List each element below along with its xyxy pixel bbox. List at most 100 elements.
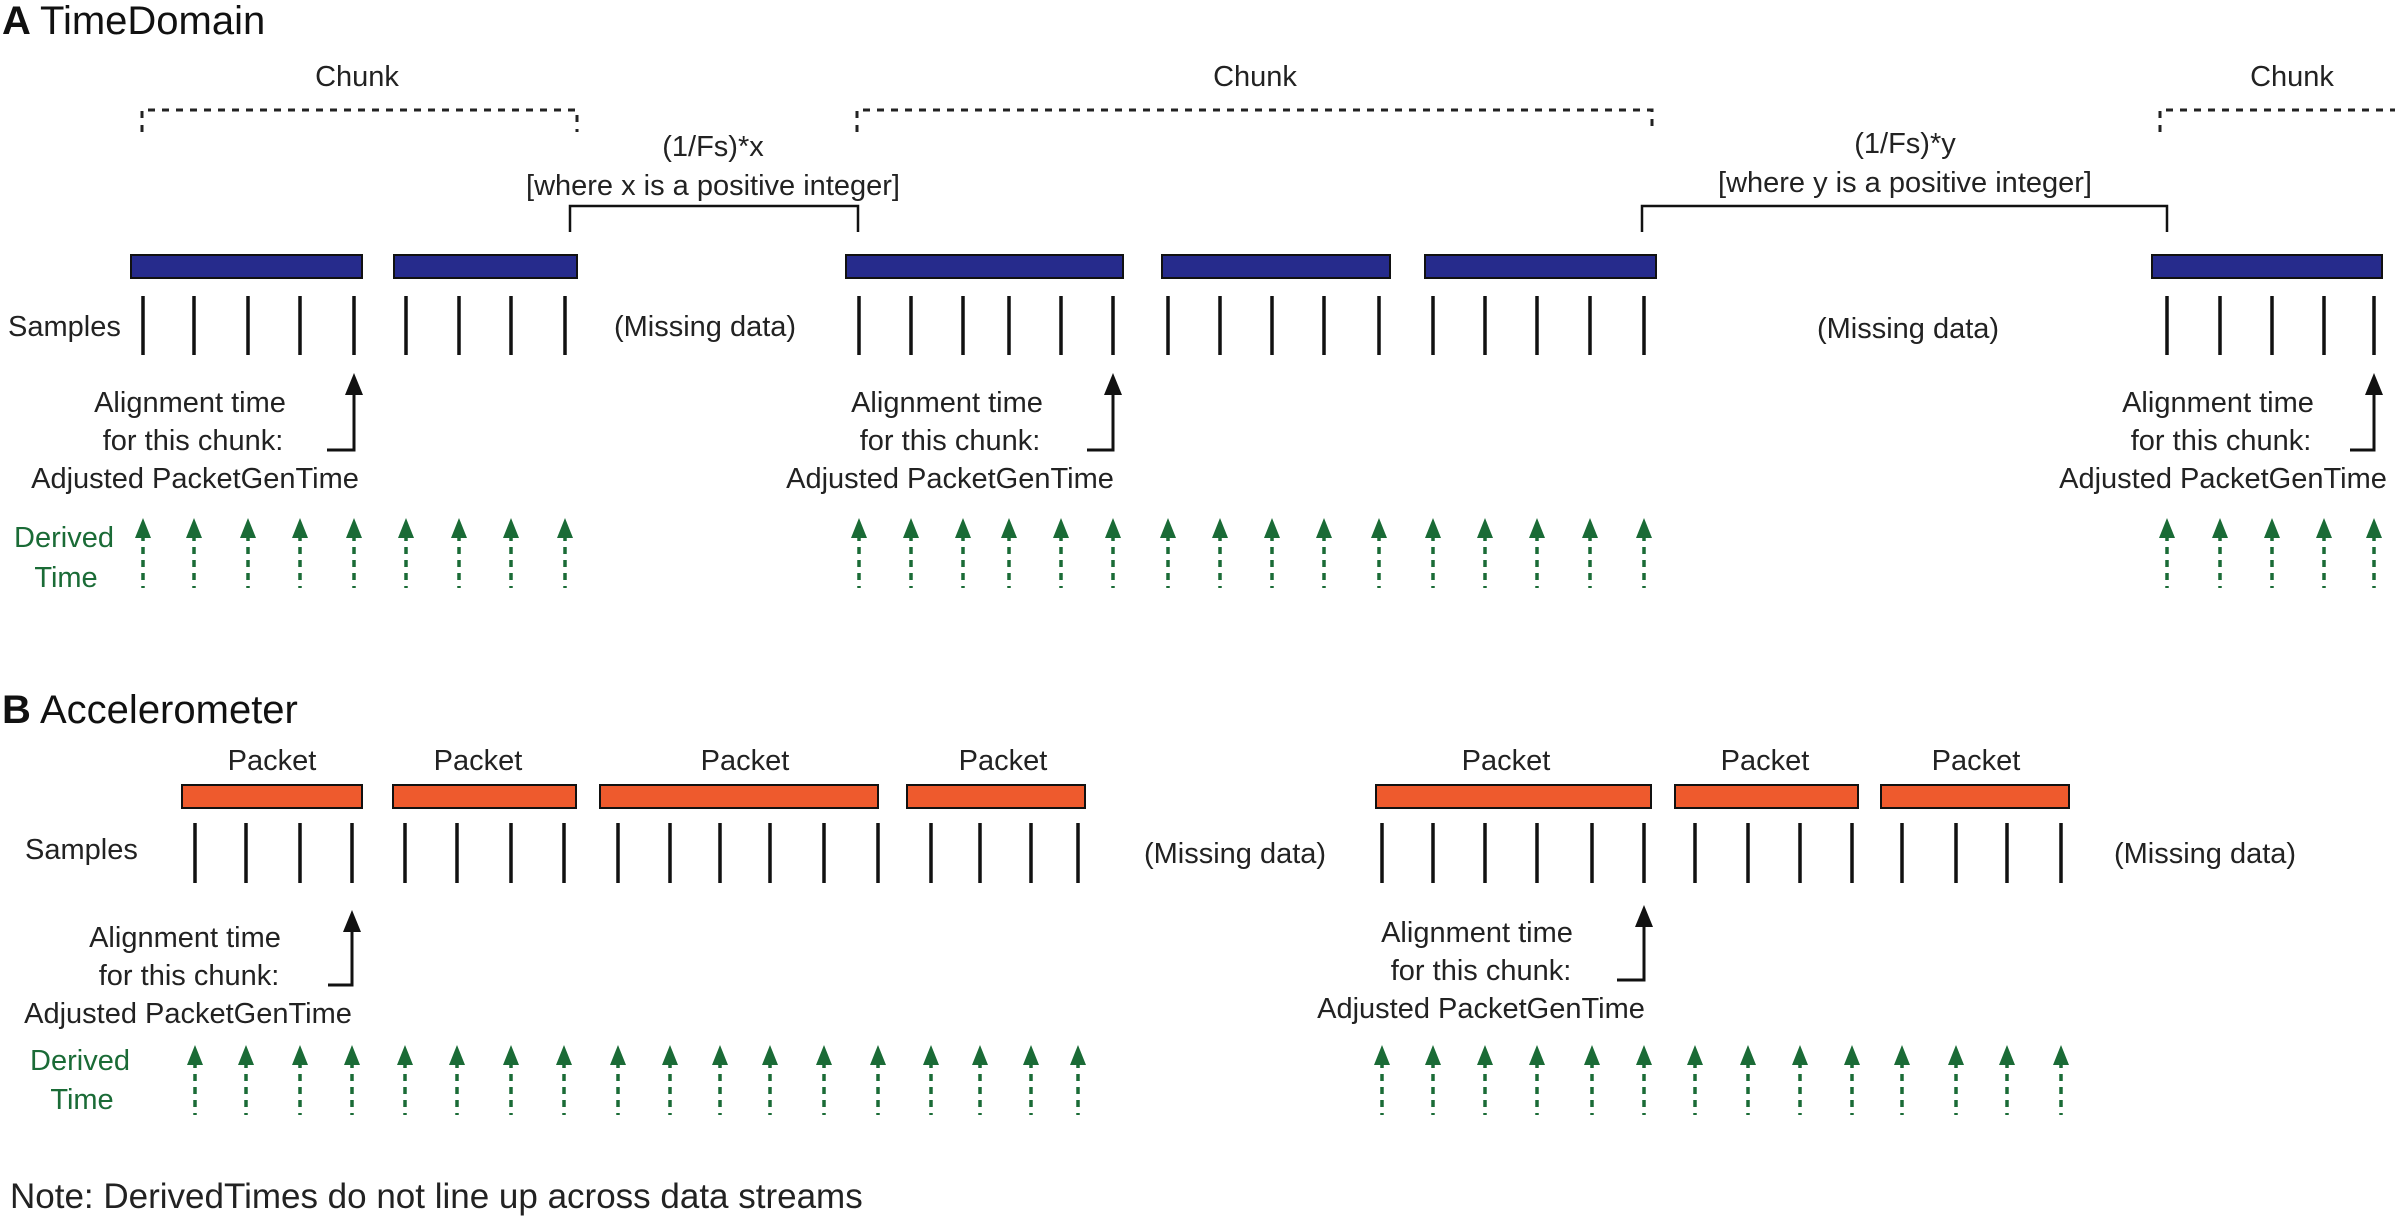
svg-text:Alignment time: Alignment time xyxy=(851,387,1043,419)
gap1-bracket xyxy=(568,204,860,232)
accelerometer-packet xyxy=(1880,784,2070,809)
derived-time-arrow xyxy=(1477,518,1493,588)
derived-time-arrow xyxy=(240,518,256,588)
chunk-label-2: Chunk xyxy=(1213,61,1297,93)
svg-text:Adjusted PacketGenTime: Adjusted PacketGenTime xyxy=(1317,993,1645,1025)
alignment-label: Alignment time for this chunk: Adjusted … xyxy=(786,387,1114,495)
derived-time-arrow xyxy=(503,518,519,588)
svg-text:Adjusted PacketGenTime: Adjusted PacketGenTime xyxy=(24,998,352,1030)
panel-b-letter: B xyxy=(2,688,31,732)
derived-time-arrow xyxy=(292,1045,308,1115)
panel-b-title: Accelerometer xyxy=(40,688,298,732)
chunk-label-1: Chunk xyxy=(315,61,399,93)
panel-a: A TimeDomain Chunk Chunk Chunk (1/Fs)*x … xyxy=(2,0,2395,594)
derived-time-label-b1: Derived xyxy=(30,1045,130,1077)
derived-time-arrow xyxy=(610,1045,626,1115)
derived-time-arrow xyxy=(449,1045,465,1115)
packet-label: Packet xyxy=(1462,745,1551,777)
derived-time-arrow xyxy=(1687,1045,1703,1115)
derived-time-arrow xyxy=(1105,518,1121,588)
alignment-label: Alignment time for this chunk: Adjusted … xyxy=(31,387,359,495)
derived-time-arrow xyxy=(1582,518,1598,588)
derived-time-arrow xyxy=(955,518,971,588)
alignment-arrow xyxy=(328,910,361,987)
gap2-note: [where y is a positive integer] xyxy=(1718,167,2092,199)
accelerometer-packet xyxy=(1674,784,1859,809)
sample-ticks-b xyxy=(193,823,2063,883)
derived-time-label-a2: Time xyxy=(34,562,97,594)
timedomain-packet xyxy=(130,254,363,279)
panel-b: B Accelerometer Packet Packet Packet Pac… xyxy=(2,688,2296,1116)
derived-time-arrow xyxy=(870,1045,886,1115)
packet-label: Packet xyxy=(959,745,1048,777)
timedomain-packet xyxy=(1424,254,1657,279)
derived-time-arrow xyxy=(2366,518,2382,588)
accelerometer-packet xyxy=(1375,784,1652,809)
derived-time-arrow xyxy=(1374,1045,1390,1115)
derived-time-arrow xyxy=(556,1045,572,1115)
chunk-bracket-2 xyxy=(855,108,1654,132)
derived-time-arrow xyxy=(1999,1045,2015,1115)
alignment-arrow xyxy=(327,373,363,452)
gap1-note: [where x is a positive integer] xyxy=(526,170,900,202)
derived-time-arrow xyxy=(2212,518,2228,588)
derived-time-arrow xyxy=(1636,518,1652,588)
derived-time-arrow xyxy=(346,518,362,588)
derived-time-arrow xyxy=(186,518,202,588)
timedomain-packet xyxy=(1161,254,1391,279)
svg-text:for this chunk:: for this chunk: xyxy=(103,425,284,457)
packet-label: Packet xyxy=(1721,745,1810,777)
gap1-formula: (1/Fs)*x xyxy=(662,131,764,163)
alignment-label: Alignment time for this chunk: Adjusted … xyxy=(24,922,352,1030)
derived-time-arrow xyxy=(2316,518,2332,588)
derived-time-arrow xyxy=(1212,518,1228,588)
derived-time-arrow xyxy=(557,518,573,588)
derived-time-arrow xyxy=(762,1045,778,1115)
alignment-arrow xyxy=(2350,373,2383,452)
svg-text:Alignment time: Alignment time xyxy=(94,387,286,419)
svg-text:Alignment time: Alignment time xyxy=(1381,917,1573,949)
samples-label-a: Samples xyxy=(8,311,121,343)
derived-time-arrow xyxy=(503,1045,519,1115)
derived-time-arrows-a xyxy=(135,518,2382,588)
alignment-label: Alignment time for this chunk: Adjusted … xyxy=(2059,387,2387,495)
accelerometer-packets xyxy=(181,784,2070,809)
accelerometer-packet xyxy=(181,784,363,809)
accelerometer-packet xyxy=(599,784,879,809)
derived-time-arrow xyxy=(903,518,919,588)
derived-time-arrow xyxy=(2159,518,2175,588)
timedomain-packets xyxy=(130,254,2383,279)
derived-time-arrow xyxy=(1425,1045,1441,1115)
derived-time-arrow xyxy=(1792,1045,1808,1115)
derived-time-arrow xyxy=(2264,518,2280,588)
derived-time-label-a1: Derived xyxy=(14,522,114,554)
svg-text:for this chunk:: for this chunk: xyxy=(99,960,280,992)
samples-label-b: Samples xyxy=(25,834,138,866)
alignment-arrow xyxy=(1087,373,1122,452)
derived-time-arrow xyxy=(2053,1045,2069,1115)
derived-time-arrow xyxy=(1529,518,1545,588)
packet-label: Packet xyxy=(228,745,317,777)
derived-time-arrow xyxy=(1160,518,1176,588)
panel-a-title: TimeDomain xyxy=(40,0,265,43)
derived-time-arrow xyxy=(923,1045,939,1115)
footnote: Note: DerivedTimes do not line up across… xyxy=(10,1177,863,1216)
derived-time-arrow xyxy=(1477,1045,1493,1115)
missing-data-a1: (Missing data) xyxy=(614,311,796,343)
derived-time-arrow xyxy=(187,1045,203,1115)
svg-text:for this chunk:: for this chunk: xyxy=(860,425,1041,457)
chunk-label-3: Chunk xyxy=(2250,61,2334,93)
packet-label: Packet xyxy=(1932,745,2021,777)
derived-time-arrow xyxy=(1023,1045,1039,1115)
derived-time-arrow xyxy=(1636,1045,1652,1115)
sample-ticks-a xyxy=(141,296,2376,355)
gap2-bracket xyxy=(1640,204,2169,232)
derived-time-arrow xyxy=(1529,1045,1545,1115)
missing-data-a2: (Missing data) xyxy=(1817,313,1999,345)
derived-time-arrow xyxy=(972,1045,988,1115)
alignment-arrow xyxy=(1617,905,1653,982)
svg-text:for this chunk:: for this chunk: xyxy=(2131,425,2312,457)
missing-data-b2: (Missing data) xyxy=(2114,838,2296,870)
derived-time-arrow xyxy=(398,518,414,588)
timedomain-packet xyxy=(393,254,578,279)
